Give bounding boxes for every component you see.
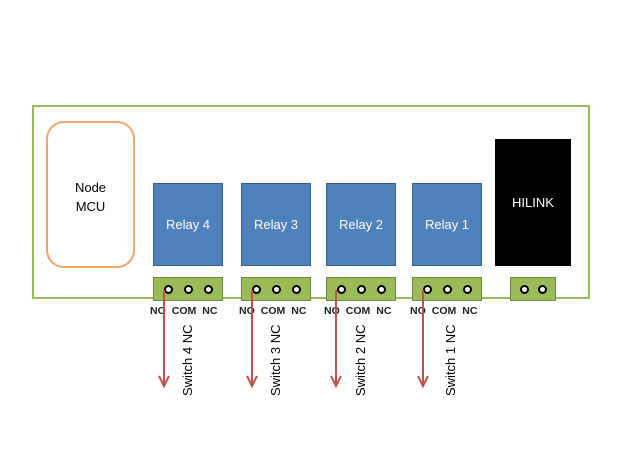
terminal-hole [519,284,529,294]
nodemcu-module: Node MCU [46,121,135,268]
pin-com: COM [260,305,286,317]
terminal-hole [422,284,432,294]
switch-4-label: Switch 4 NC [180,324,195,396]
switch-3-label: Switch 3 NC [268,324,283,396]
terminal-hole [291,284,301,294]
terminal-hole [462,284,472,294]
relay-2-terminal [326,277,396,301]
pin-nc: NC [291,305,307,317]
relay-1-pin-labels: NO COM NC [410,305,483,317]
terminal-hole [203,284,213,294]
pin-no: NO [239,305,255,317]
terminal-hole [356,284,366,294]
terminal-hole [251,284,261,294]
terminal-hole [537,284,547,294]
relay-3-arrow-icon [246,290,258,389]
nodemcu-label: Node MCU [75,178,106,216]
pin-no: NO [150,305,166,317]
hilink-terminal [510,277,556,301]
relay-label: Relay 1 [424,217,470,232]
relay-4-arrow-icon [158,290,170,389]
nodemcu-label-line2: MCU [75,199,106,214]
relay-1: Relay 1 [412,183,482,266]
hilink-module: HILINK [495,139,571,266]
terminal-hole [163,284,173,294]
relay-3-pin-labels: NO COM NC [239,305,312,317]
switch-2-label: Switch 2 NC [353,324,368,396]
pin-com: COM [345,305,371,317]
relay-2: Relay 2 [326,183,396,266]
terminal-hole [442,284,452,294]
switch-1-label: Switch 1 NC [443,324,458,396]
relay-4-pin-labels: NO COM NC [150,305,223,317]
nodemcu-label-line1: Node [74,180,107,195]
terminal-hole [183,284,193,294]
relay-3-terminal [241,277,311,301]
pin-nc: NC [462,305,478,317]
relay-label: Relay 3 [253,217,299,232]
relay-4: Relay 4 [153,183,223,266]
pin-nc: NC [376,305,392,317]
hilink-label: HILINK [512,195,554,210]
relay-1-arrow-icon [417,290,429,389]
pin-com: COM [171,305,197,317]
terminal-hole [376,284,386,294]
terminal-hole [336,284,346,294]
relay-label: Relay 2 [338,217,384,232]
relay-2-arrow-icon [330,290,342,389]
terminal-hole [271,284,281,294]
pin-nc: NC [202,305,218,317]
relay-label: Relay 4 [165,217,211,232]
pin-com: COM [431,305,457,317]
pin-no: NO [410,305,426,317]
relay-3: Relay 3 [241,183,311,266]
